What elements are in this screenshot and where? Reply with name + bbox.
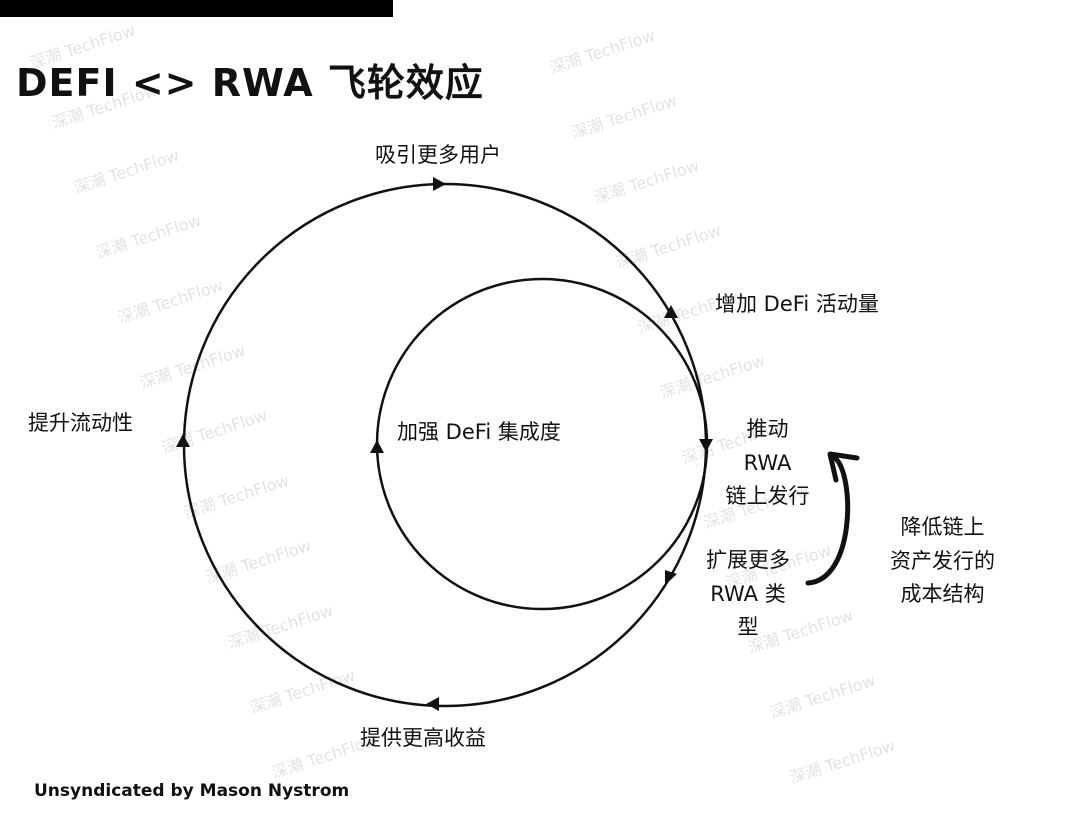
credit-text: Unsyndicated by Mason Nystrom bbox=[34, 781, 350, 801]
arrowhead-icon bbox=[699, 439, 713, 452]
inner-label-lower-right: 扩展更多 RWA 类 型 bbox=[692, 544, 804, 645]
arrowhead-icon bbox=[665, 570, 677, 585]
outer-label-top: 吸引更多用户 bbox=[375, 143, 501, 167]
page-title: DEFI <> RWA 飞轮效应 bbox=[16, 61, 484, 105]
label-line: 成本结构 bbox=[900, 582, 985, 607]
label-line: 降低链上 bbox=[900, 515, 985, 539]
arrowhead-icon bbox=[370, 440, 384, 453]
arrowhead-icon bbox=[426, 697, 439, 711]
outer-label-right: 增加 DeFi 活动量 bbox=[715, 292, 879, 316]
curved-arrow-head-icon bbox=[827, 451, 860, 483]
label-line: 资产发行的 bbox=[890, 548, 995, 573]
arrowhead-icon bbox=[664, 305, 678, 318]
label-line: 型 bbox=[737, 615, 759, 640]
label-line: 推动 bbox=[746, 417, 789, 441]
label-line: RWA 类 bbox=[710, 581, 786, 606]
curved-arrow-icon bbox=[805, 455, 851, 586]
label-line: RWA bbox=[743, 450, 792, 475]
arrowhead-icon bbox=[176, 434, 190, 447]
label-line: 扩展更多 bbox=[706, 548, 790, 572]
inner-label-center: 加强 DeFi 集成度 bbox=[397, 420, 561, 444]
inner-label-right: 推动 RWA 链上发行 bbox=[710, 413, 825, 514]
label-line: 链上发行 bbox=[725, 484, 810, 509]
arrowhead-icon bbox=[433, 177, 446, 191]
side-note: 降低链上 资产发行的 成本结构 bbox=[870, 511, 1015, 612]
top-bar bbox=[0, 0, 393, 17]
outer-label-left: 提升流动性 bbox=[28, 411, 133, 435]
outer-label-bottom: 提供更高收益 bbox=[360, 726, 486, 750]
